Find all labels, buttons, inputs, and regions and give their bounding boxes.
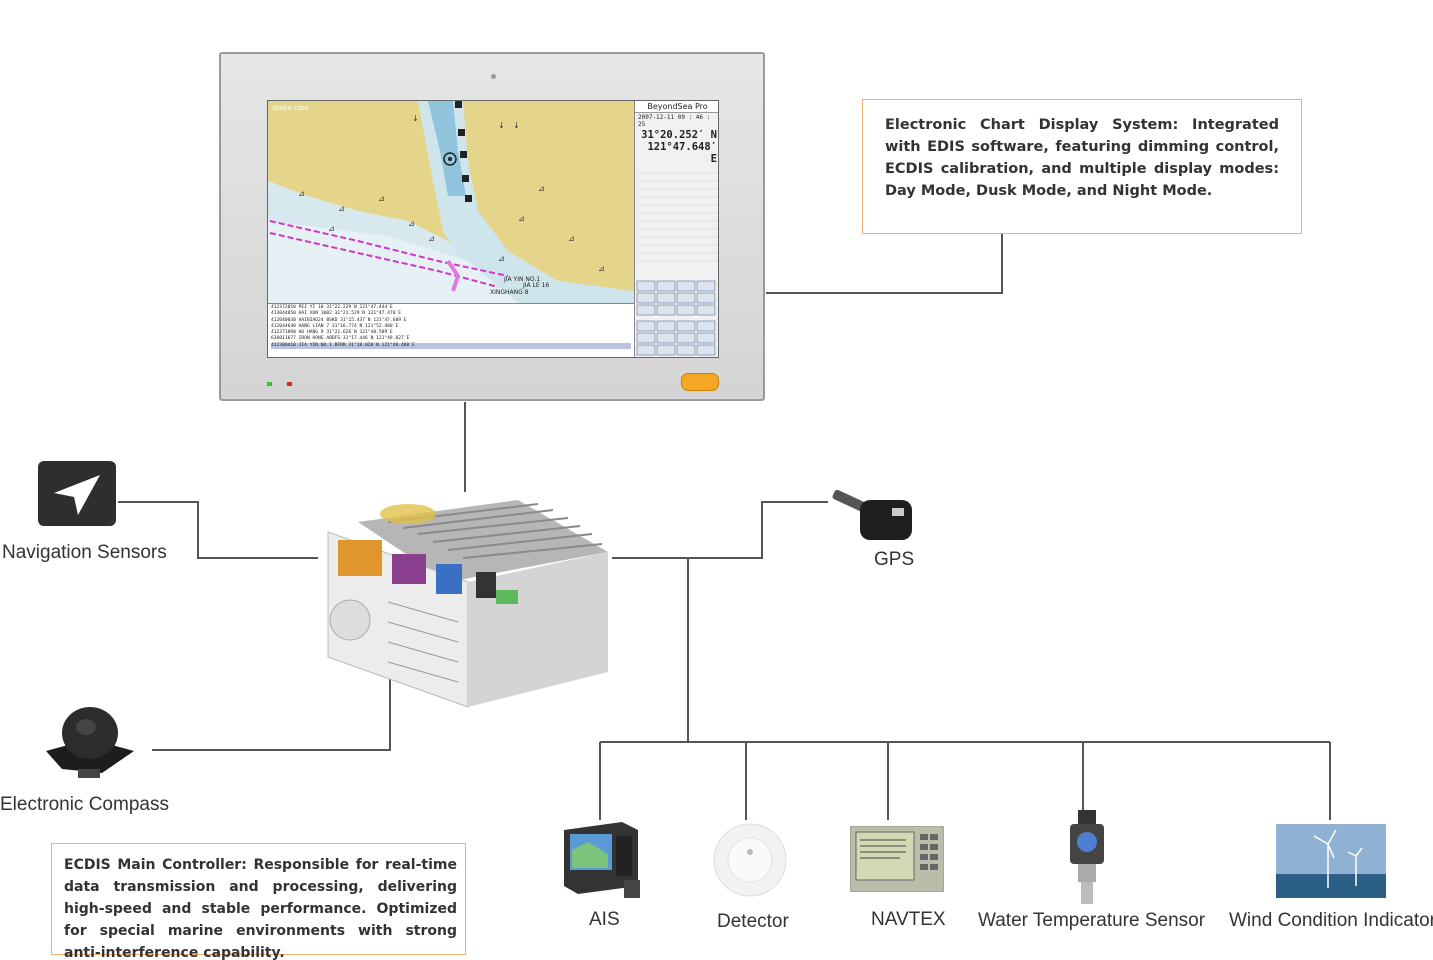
table-row[interactable]: 412040030 HAIBIAO24 BSKD 31°15.437′N 121…: [271, 317, 407, 323]
svg-text:↓: ↓: [513, 121, 520, 130]
svg-text:⊿: ⊿: [378, 194, 385, 203]
water-temperature-sensor-label: Water Temperature Sensor: [978, 910, 1206, 931]
svg-text:⊿: ⊿: [298, 189, 305, 198]
wind-turbine-icon: [1276, 824, 1386, 898]
svg-text:↓: ↓: [412, 114, 419, 123]
svg-text:↓: ↓: [498, 121, 505, 130]
longitude-readout: 121°47.648′ E: [647, 141, 717, 165]
wind-condition-indicator-label: Wind Condition Indicator: [1229, 910, 1433, 931]
panel-controls: [636, 172, 718, 356]
table-row[interactable]: 413044850 HAI XUN 1002 31°21.529′N 121°4…: [271, 311, 401, 317]
datetime-readout: 2007-12-11 09 : 46 : 25: [638, 114, 711, 128]
svg-text:⊿: ⊿: [338, 204, 345, 213]
svg-text:⊿: ⊿: [498, 254, 505, 263]
chart-place-label: XINGHANG 8: [490, 289, 529, 296]
svg-text:⊿: ⊿: [538, 184, 545, 193]
navtex-receiver-icon: [850, 826, 944, 892]
svg-text:⊿: ⊿: [598, 264, 605, 273]
controller-callout: ECDIS Main Controller: Responsible for r…: [51, 843, 466, 960]
ais-label: AIS: [589, 909, 620, 930]
electronic-compass-label: Electronic Compass: [0, 794, 169, 815]
navigation-sensors-label: Navigation Sensors: [2, 542, 167, 563]
navtex-label: NAVTEX: [871, 909, 946, 930]
camera-dot: [491, 74, 496, 79]
table-row[interactable]: 636011677 IRON HONG ABDFS 31°17.446′N 12…: [271, 336, 410, 342]
table-row[interactable]: 412372050 PEI YI 10 31°22.229′N 121°47.4…: [271, 305, 393, 310]
controller-callout-text: ECDIS Main Controller: Responsible for r…: [64, 857, 457, 960]
svg-text:ataka.com: ataka.com: [272, 104, 309, 112]
water-temperature-sensor-icon: [1070, 810, 1104, 904]
svg-text:⊿: ⊿: [568, 234, 575, 243]
latitude-readout: 31°20.252′ N: [641, 129, 717, 141]
status-led: [287, 382, 292, 386]
svg-text:⊿: ⊿: [428, 234, 435, 243]
svg-text:⊿: ⊿: [518, 214, 525, 223]
ais-unit-icon: [564, 822, 640, 898]
nautical-chart: ⊿ ⊿ ⊿ ⊿ ⊿ ⊿ ⊿ ⊿ ⊿ ⊿ ⊿ ↓ ↓ ↓ ataka.com JIA YIN NO.…: [268, 101, 634, 303]
smoke-detector-icon: [713, 823, 787, 897]
gps-label: GPS: [874, 549, 915, 570]
table-row[interactable]: 412371890 HU HANG 9 31°22.626′N 121°48.5…: [271, 330, 393, 336]
info-side-panel: BeyondSea Pro 2007-12-11 09 : 46 : 25 31…: [634, 101, 718, 357]
ecdis-screen: ⊿ ⊿ ⊿ ⊿ ⊿ ⊿ ⊿ ⊿ ⊿ ⊿ ⊿ ↓ ↓ ↓ ataka.com JIA YIN NO.…: [267, 100, 719, 358]
chart-ship-label: JIA YIN NO.1: [503, 276, 540, 283]
svg-text:⊿: ⊿: [328, 224, 335, 233]
table-row[interactable]: 412044640 HANG LIAN 7 31°16.774′N 121°52…: [271, 323, 399, 329]
chart-ship-label-2: JIA LE 16: [522, 282, 549, 289]
display-callout-text: Electronic Chart Display System: Integra…: [885, 117, 1279, 199]
main-controller-box: [327, 500, 608, 708]
gps-receiver-icon: [832, 489, 912, 540]
navigation-arrow-icon: [38, 461, 116, 526]
svg-text:⊿: ⊿: [408, 219, 415, 228]
chart-display-monitor: ⊿ ⊿ ⊿ ⊿ ⊿ ⊿ ⊿ ⊿ ⊿ ⊿ ⊿ ↓ ↓ ↓ ataka.com JIA YIN NO.…: [219, 52, 765, 401]
app-title: BeyondSea Pro: [635, 101, 718, 113]
power-led: [267, 382, 272, 386]
table-row[interactable]: 412300410 JIA YIN NO.1 BFDR 31°18.020′N …: [271, 342, 631, 350]
detector-label: Detector: [717, 911, 789, 932]
ais-target-table: 412372050 PEI YI 10 31°22.229′N 121°47.4…: [268, 303, 634, 357]
usb-button[interactable]: [681, 373, 719, 391]
display-callout: Electronic Chart Display System: Integra…: [862, 99, 1302, 234]
compass-icon: [46, 707, 134, 778]
